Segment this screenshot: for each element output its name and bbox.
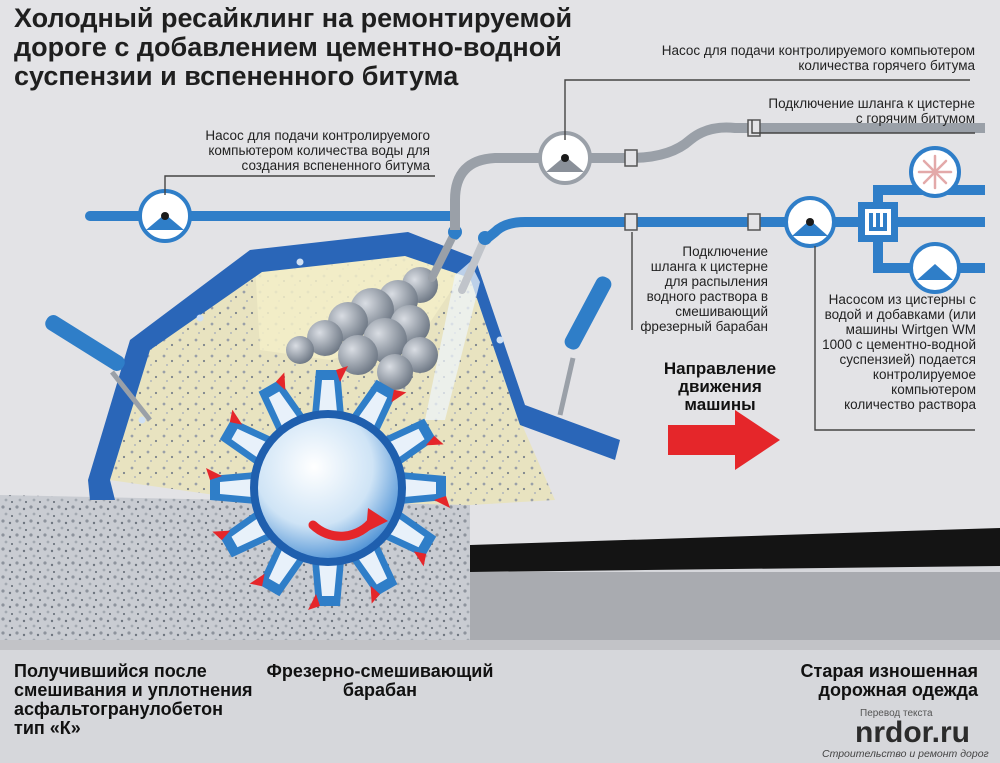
result-material-label: Получившийся после смешивания и уплотнен… bbox=[14, 661, 253, 738]
credit-site[interactable]: nrdor.ru bbox=[855, 716, 971, 749]
direction-arrow bbox=[668, 410, 780, 470]
water-hose-label: Подключение шланга к цистерне для распыл… bbox=[640, 244, 768, 334]
hot-bitumen-hose-label: Подключение шланга к цистерне с горячим … bbox=[768, 96, 975, 126]
rear-handle bbox=[45, 315, 125, 371]
credit-tagline: Строительство и ремонт дорог bbox=[822, 748, 989, 760]
ground-layers bbox=[0, 495, 1000, 763]
credit-small: Перевод текста bbox=[860, 708, 933, 719]
bitumen-pipe bbox=[450, 122, 985, 230]
water-pump-icon bbox=[138, 189, 192, 243]
hot-bitumen-pump-label: Насос для подачи контролируемого компьют… bbox=[661, 43, 975, 73]
water-spray bbox=[425, 262, 480, 420]
water-pump-label: Насос для подачи контролируемого компьют… bbox=[205, 128, 430, 173]
old-pavement-layer bbox=[470, 528, 1000, 572]
snowflake-icon bbox=[909, 146, 961, 198]
front-handle bbox=[564, 276, 612, 350]
leader-lines bbox=[164, 79, 975, 431]
old-pavement-label: Старая изношенная дорожная одежда bbox=[800, 661, 979, 700]
bitumen-pump-icon bbox=[538, 131, 592, 185]
direction-label: Направление движения машины bbox=[663, 359, 777, 414]
suspension-supply-label: Насосом из цистерны с водой и добавками … bbox=[822, 292, 976, 412]
drum-label: Фрезерно-смешивающий барабан bbox=[266, 661, 494, 700]
diagram-title: Холодный ресайклинг на ремонтируемой дор… bbox=[14, 3, 573, 91]
subgrade-layer bbox=[470, 572, 1000, 642]
suspension-pump-icon bbox=[784, 196, 836, 248]
milling-drum bbox=[206, 366, 450, 610]
cement-tank-icon bbox=[858, 202, 898, 242]
drum-tooth bbox=[206, 468, 256, 504]
foamed-bitumen-cloud bbox=[286, 267, 438, 390]
drum-tooth bbox=[308, 560, 344, 610]
drum-tooth bbox=[400, 472, 450, 508]
drum-tooth bbox=[312, 366, 348, 416]
additive-pump-icon bbox=[909, 242, 961, 294]
hood-shell bbox=[88, 232, 620, 480]
hose-couplings bbox=[624, 119, 761, 231]
